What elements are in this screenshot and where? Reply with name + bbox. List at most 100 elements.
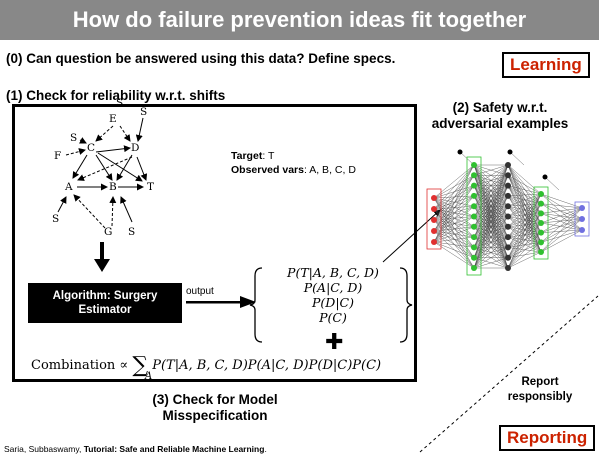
- node-d: D: [131, 142, 140, 154]
- network-edge: [507, 185, 542, 214]
- network-node: [471, 182, 477, 189]
- network-edge: [507, 203, 542, 207]
- network-edge: [507, 195, 542, 233]
- network-node: [538, 220, 544, 226]
- network-edge: [473, 257, 509, 269]
- network-edge: [507, 164, 542, 195]
- network-edge: [507, 206, 542, 253]
- observed-value: : A, B, C, D: [303, 164, 356, 176]
- network-edge: [507, 195, 542, 204]
- target-label: Target: [231, 150, 263, 162]
- network-edge: [507, 206, 542, 233]
- network-node: [538, 239, 544, 246]
- network-node: [505, 244, 511, 251]
- node-b: B: [109, 181, 117, 193]
- node-f: F: [54, 150, 62, 162]
- network-edge: [540, 207, 583, 253]
- network-edge: [507, 193, 542, 197]
- node-a: A: [65, 181, 73, 193]
- node-s-left: S: [70, 132, 78, 144]
- reliability-box: [12, 104, 417, 382]
- network-node: [431, 228, 437, 234]
- node-t: T: [147, 181, 155, 193]
- network-edge: [473, 164, 509, 207]
- combination-product: P(T|A, B, C, D)P(A|C, D)P(D|C)P(C): [152, 358, 382, 373]
- network-node: [431, 239, 437, 245]
- network-node: [457, 149, 463, 155]
- network-edge: [473, 226, 509, 269]
- network-edge: [540, 229, 583, 233]
- distribution-item: P(A|C, D): [303, 280, 363, 295]
- network-node: [505, 182, 511, 189]
- observed-label: Observed vars: [231, 164, 304, 176]
- network-edge: [473, 164, 509, 217]
- network-edge: [507, 216, 542, 224]
- network-edge: [473, 247, 509, 269]
- node-c: C: [87, 142, 96, 154]
- network-node: [579, 216, 585, 222]
- output-arrow: [186, 296, 256, 308]
- citation: Saria, Subbaswamy, Tutorial: Safe and Re…: [4, 444, 267, 454]
- network-node: [579, 205, 585, 211]
- network-edge: [507, 175, 542, 224]
- network-edge: [473, 216, 509, 269]
- network-edge: [540, 207, 583, 214]
- right-brace: [399, 267, 413, 343]
- node-s-right: S: [140, 106, 148, 118]
- network-edge: [507, 175, 542, 195]
- network-edge: [507, 185, 542, 243]
- network-edge: [507, 226, 542, 243]
- target-info: Target: T Observed vars: A, B, C, D: [231, 149, 356, 177]
- step-3-heading: (3) Check for Model Misspecification: [152, 392, 278, 423]
- network-edge: [540, 229, 583, 253]
- combination-prefix: Combination ∝: [31, 358, 129, 373]
- left-brace: [249, 267, 263, 343]
- network-node: [471, 192, 477, 199]
- network-edge: [473, 164, 509, 269]
- network-node: [505, 254, 511, 261]
- network-node: [431, 206, 437, 212]
- citation-authors: Saria, Subbaswamy,: [4, 444, 84, 454]
- causal-graph-edges: [57, 117, 148, 229]
- network-edge: [507, 203, 542, 269]
- network-node: [471, 254, 477, 261]
- network-edge: [507, 193, 542, 248]
- network-node: [471, 234, 477, 241]
- network-edge: [473, 164, 509, 227]
- distribution-item: P(D|C): [312, 295, 354, 310]
- network-node: [579, 227, 585, 233]
- network-edge: [473, 185, 509, 269]
- network-edge: [507, 242, 542, 269]
- sum-symbol-icon: ∑: [132, 353, 149, 378]
- network-node: [471, 244, 477, 251]
- network-edge: [473, 175, 509, 269]
- network-node: [505, 223, 511, 230]
- network-edge: [473, 164, 509, 238]
- step-0-text: (0) Can question be answered using this …: [6, 51, 396, 66]
- algorithm-box: Algorithm: Surgery Estimator: [28, 283, 182, 323]
- network-node: [471, 265, 477, 271]
- network-node: [471, 203, 477, 210]
- network-node: [505, 265, 511, 271]
- graph-to-algorithm-arrow: [94, 242, 110, 272]
- network-edge: [507, 195, 542, 214]
- step-2-heading: (2) Safety w.r.t. adversarial examples: [431, 100, 569, 131]
- network-edge: [433, 175, 475, 199]
- network-edge: [507, 193, 542, 238]
- reporting-tag: Reporting: [499, 425, 596, 451]
- network-edge: [473, 195, 509, 269]
- node-e: E: [109, 113, 117, 125]
- network-node: [538, 210, 544, 217]
- neural-network-diagram: [426, 149, 590, 276]
- network-edge: [540, 193, 583, 220]
- network-edge: [433, 195, 475, 221]
- network-edge: [507, 164, 542, 224]
- network-edge: [507, 203, 542, 217]
- report-text: Report responsibly: [507, 376, 573, 403]
- network-node: [471, 223, 477, 230]
- network-edge: [507, 193, 542, 269]
- network-edge: [507, 242, 542, 248]
- network-edge: [509, 151, 525, 166]
- network-node: [471, 213, 477, 220]
